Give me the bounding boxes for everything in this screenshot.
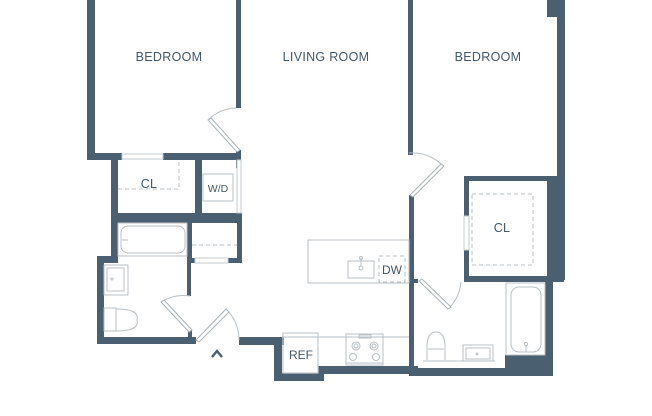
refrigerator: REF (282, 332, 319, 374)
left-toilet (103, 307, 138, 332)
door-entry[interactable] (195, 308, 240, 343)
room-label-living-room: LIVING ROOM (283, 50, 370, 64)
wall-right-bath-east (545, 276, 553, 376)
wall-bath-door-stop (188, 330, 192, 340)
wall-kitchen-south (318, 366, 418, 374)
door-left-bedroom[interactable] (207, 107, 241, 153)
wall-right-bedroom-west (408, 0, 413, 155)
doors (160, 107, 462, 343)
kitchen-island: DW (307, 239, 410, 284)
dishwasher-label: DW (382, 263, 403, 277)
wall-kitchen-east (409, 195, 414, 375)
wall-stub-bath-door (410, 279, 418, 283)
wall-ref-south (274, 373, 324, 381)
walls (87, 0, 565, 381)
room-label-bedroom-right: BEDROOM (455, 50, 522, 64)
burner (349, 353, 357, 361)
wall-left-bedroom-west (87, 0, 95, 160)
left-closet-shelf (118, 160, 180, 190)
wall-linen-west (187, 223, 192, 263)
laundry-opening (236, 159, 242, 214)
wall-right-closet-south (464, 276, 564, 282)
room-label-bedroom-left: BEDROOM (136, 50, 203, 64)
right-bath-sink (465, 347, 491, 360)
wall-entry-south (239, 337, 284, 345)
wall-right-closet-west-b (464, 250, 469, 280)
wall-bath-jog (97, 256, 118, 263)
right-bath-vanity (423, 344, 495, 362)
wall-stub-laundry (236, 150, 241, 168)
wall-bath-west (97, 256, 104, 344)
wall-left-bedroom-south-b (163, 153, 241, 160)
left-bathtub (117, 222, 188, 257)
door-right-bath[interactable] (418, 278, 462, 310)
burner (351, 341, 361, 351)
right-closet-shelf (471, 193, 534, 266)
entry-arrow-icon (211, 349, 223, 358)
openings (121, 153, 470, 264)
wall-linen-south-b (228, 258, 242, 263)
stove (345, 333, 384, 366)
wall-closet-wd-divider (195, 157, 202, 217)
burner (372, 353, 380, 361)
washer-dryer-label: W/D (208, 183, 229, 195)
refrigerator-label: REF (289, 348, 313, 362)
wall-bath-east (187, 258, 191, 296)
wall-closet-south (111, 213, 241, 223)
wall-right-closet-west-a (464, 176, 469, 216)
wall-right-bedroom-east (557, 0, 565, 280)
wall-right-bath-south (409, 368, 553, 376)
washer-dryer: W/D (202, 173, 234, 202)
wall-ref-west (274, 337, 282, 381)
wall-linen-east (237, 213, 242, 263)
right-closet-opening (463, 215, 470, 251)
door-right-bedroom[interactable] (408, 152, 445, 198)
right-toilet (426, 331, 446, 360)
linen-opening (194, 257, 229, 264)
left-bath-sink (103, 264, 129, 296)
closet-label-left: CL (141, 177, 158, 191)
dishwasher (378, 255, 406, 283)
burner (369, 341, 379, 351)
door-left-bath[interactable] (160, 295, 193, 333)
wall-right-closet-east (547, 176, 565, 280)
wall-left-bedroom-east (236, 0, 241, 108)
right-bathtub (505, 282, 546, 356)
closet-label-right: CL (494, 221, 511, 235)
wall-closet-west (111, 153, 118, 261)
wall-right-closet-north (464, 176, 550, 181)
window-closet-opening (121, 153, 164, 160)
wall-bath-south (97, 337, 196, 344)
wall-left-bedroom-south-a (87, 153, 122, 160)
